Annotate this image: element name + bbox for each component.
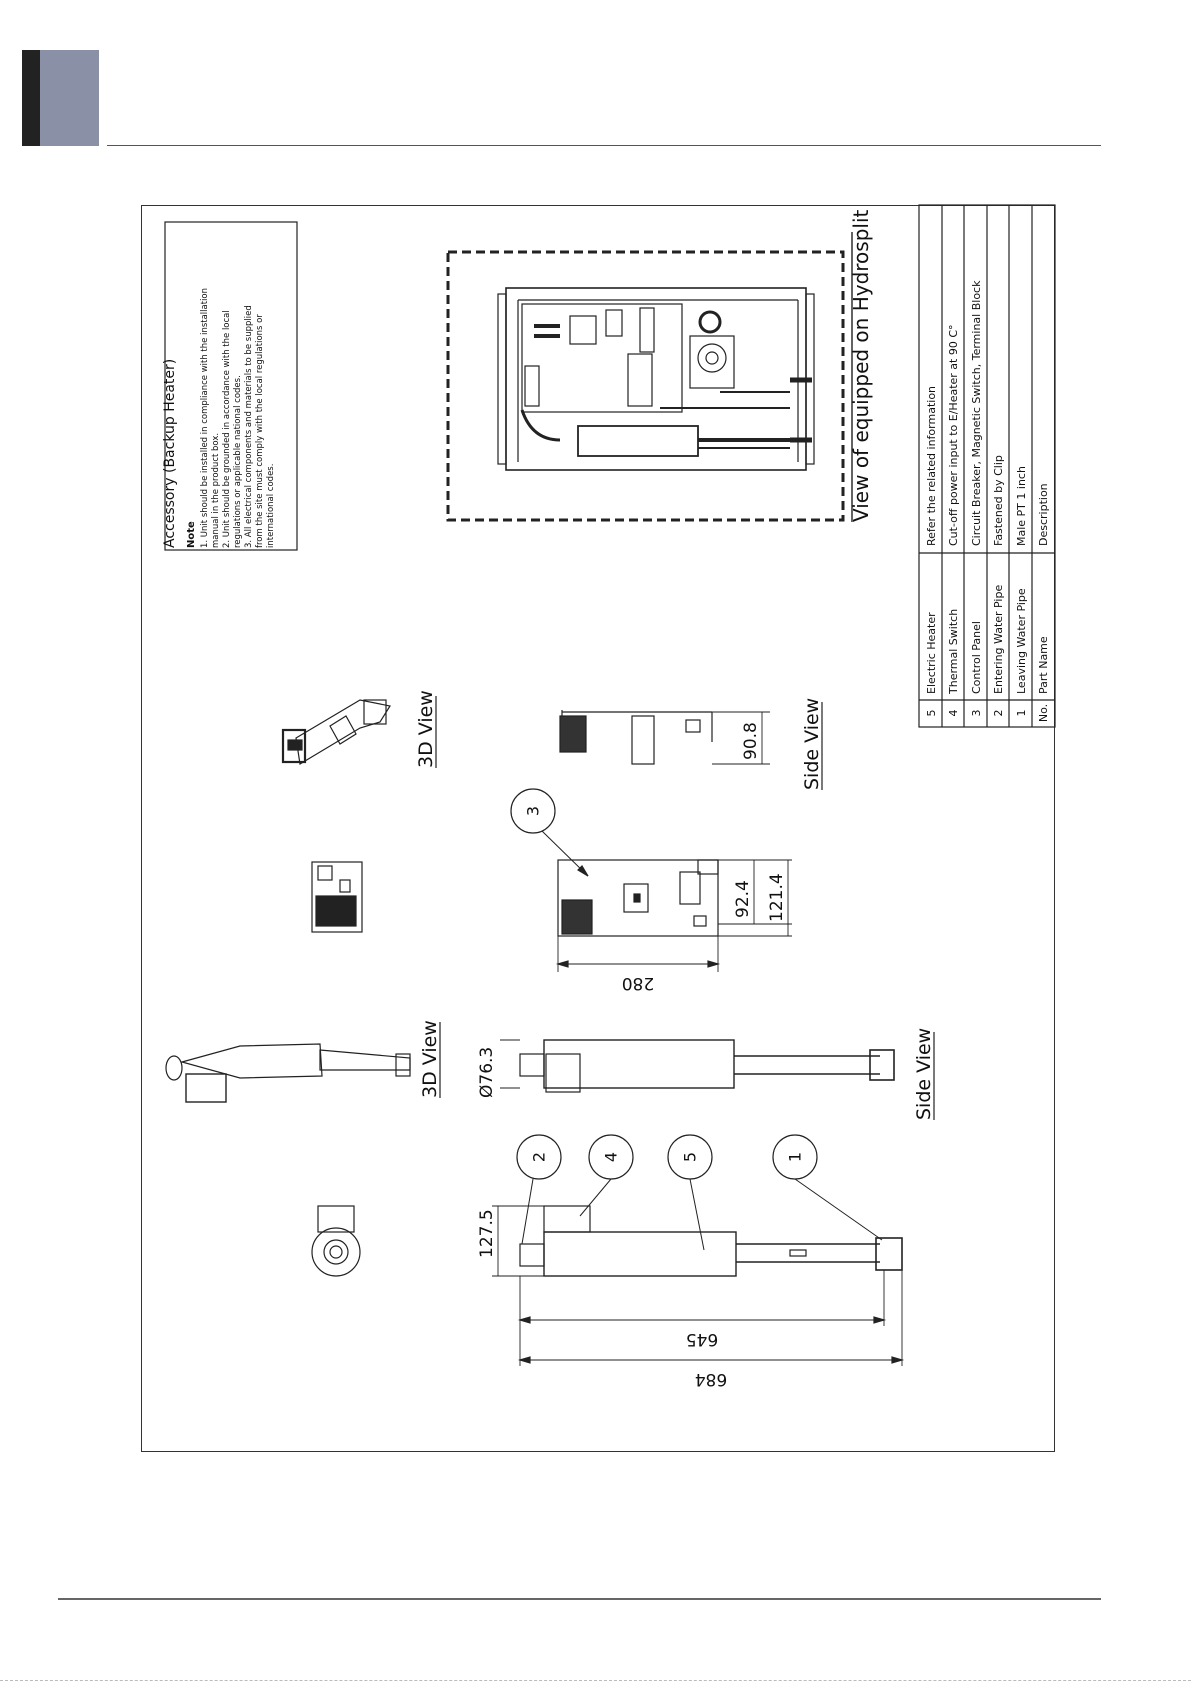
table-header-desc: Description (1037, 483, 1050, 546)
note-line-4: regulations or applicable national codes… (233, 375, 243, 548)
table-row-3-name: Control Panel (970, 621, 983, 694)
dim-76-3: Ø76.3 (477, 1047, 497, 1098)
footer-rule (58, 1598, 1101, 1600)
table-row-2-name: Entering Water Pipe (992, 585, 1005, 694)
heater-3d-label: 3D View (419, 1020, 441, 1098)
table-row-5-no: 5 (925, 710, 938, 717)
table-row-5-name: Electric Heater (925, 612, 938, 694)
note-line-7: international codes. (266, 464, 276, 548)
cp-side-label: Side View (801, 698, 823, 790)
hydrosplit-view: View of equipped on Hydrosplit (446, 209, 873, 522)
footer-dashed-line (0, 1680, 1191, 1681)
dim-645: 645 (686, 1329, 718, 1349)
accessory-title: Accessory (Backup Heater) (162, 359, 178, 548)
table-row-2-desc: Fastened by Clip (992, 455, 1005, 546)
balloon-5: 5 (681, 1152, 700, 1162)
table-header-name: Part Name (1037, 636, 1050, 694)
table-header-no: No. (1037, 704, 1050, 722)
chapter-tab-dark (22, 50, 40, 146)
heater-3d: 3D View (165, 1020, 441, 1103)
table-row-4-no: 4 (947, 710, 960, 717)
balloon-4: 4 (602, 1152, 621, 1162)
note-line-2: manual in the product box. (211, 433, 221, 548)
balloon-1: 1 (786, 1152, 805, 1162)
dim-90-8: 90.8 (741, 722, 761, 760)
table-row-3-no: 3 (970, 710, 983, 717)
table-row-1-no: 1 (1015, 710, 1028, 717)
table-row-2-no: 2 (992, 710, 1005, 717)
table-row-3-desc: Circuit Breaker, Magnetic Switch, Termin… (970, 280, 983, 546)
dim-121-4: 121.4 (767, 873, 787, 922)
heater-side-view: Ø76.3 Side View (477, 1028, 935, 1120)
accessory-note-box: Accessory (Backup Heater) Note 1. Unit s… (162, 221, 298, 551)
heater-front-view: 2 4 5 1 127.5 645 (477, 1134, 905, 1389)
header-rule (107, 145, 1101, 146)
table-row-4-desc: Cut-off power input to E/Heater at 90 C° (947, 324, 960, 546)
dim-684: 684 (695, 1369, 727, 1389)
balloon-2: 2 (530, 1152, 549, 1162)
heater-end-view (311, 1205, 361, 1277)
control-panel-side: 90.8 Side View (559, 698, 823, 790)
table-row-4-name: Thermal Switch (947, 609, 960, 695)
note-line-1: 1. Unit should be installed in complianc… (200, 288, 210, 548)
control-panel-front: 3 280 92.4 121.4 (510, 788, 792, 993)
control-panel-3d: 3D View (281, 690, 437, 768)
note-line-3: 2. Unit should be grounded in accordance… (222, 310, 232, 548)
drawing-frame (141, 205, 1055, 1452)
table-row-5-desc: Refer the related information (925, 386, 938, 546)
note-heading: Note (186, 521, 197, 548)
balloon-3: 3 (524, 806, 543, 816)
chapter-tab-grey (40, 50, 99, 146)
dim-92-4: 92.4 (733, 880, 753, 918)
dim-280: 280 (622, 973, 654, 993)
heater-side-label: Side View (913, 1028, 935, 1120)
table-row-1-desc: Male PT 1 inch (1015, 466, 1028, 546)
note-line-6: from the site must comply with the local… (255, 314, 265, 548)
parts-table: 5 Electric Heater Refer the related info… (918, 204, 1056, 728)
hydrosplit-caption: View of equipped on Hydrosplit (849, 209, 873, 522)
note-line-5: 3. All electrical components and materia… (244, 305, 254, 548)
cp-3d-label: 3D View (415, 690, 437, 768)
table-row-1-name: Leaving Water Pipe (1015, 588, 1028, 694)
dim-127-5: 127.5 (477, 1209, 497, 1258)
control-panel-front-small (311, 861, 363, 933)
